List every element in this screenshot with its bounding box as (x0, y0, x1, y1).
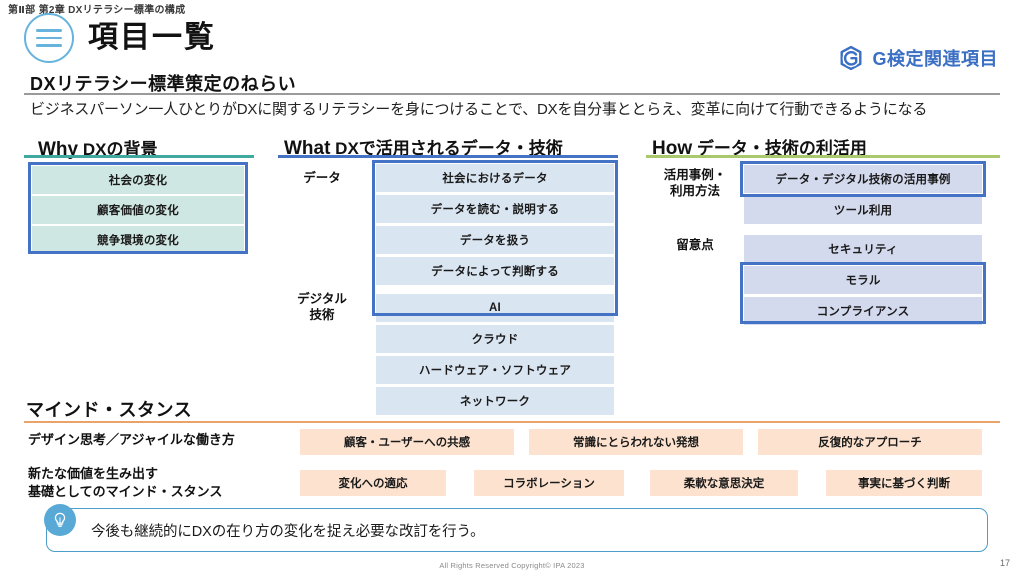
mind-stance-divider (24, 421, 1000, 423)
column-heading-detail-how: データ・技術の利活用 (692, 139, 867, 158)
column-divider-why (24, 155, 254, 158)
framework-item[interactable]: モラル (744, 266, 982, 294)
mind-stance-row-label: 新たな価値を生み出す基礎としてのマインド・スタンス (28, 466, 223, 499)
column-heading-what: What DXで活用されるデータ・技術 (284, 134, 563, 160)
framework-item[interactable]: セキュリティ (744, 235, 982, 263)
framework-item[interactable]: 競争環境の変化 (32, 226, 244, 254)
category-label: デジタル技術 (297, 292, 347, 322)
framework-item[interactable]: データを扱う (376, 226, 614, 254)
mind-stance-item[interactable]: 顧客・ユーザーへの共感 (300, 429, 514, 455)
column-heading-keyword-how: How (652, 138, 693, 159)
framework-item[interactable]: ネットワーク (376, 387, 614, 415)
column-divider-what (278, 155, 618, 158)
column-heading-why: Why DXの背景 (38, 135, 157, 161)
category-label: 活用事例・利用方法 (663, 168, 727, 198)
highlight-border-why-0 (28, 162, 248, 254)
highlight-border-what-0 (372, 160, 618, 316)
mind-stance-row-label: デザイン思考／アジャイルな働き方 (28, 432, 235, 447)
framework-item[interactable]: データを読む・説明する (376, 195, 614, 223)
mind-stance-item[interactable]: 反復的なアプローチ (758, 429, 982, 455)
mind-stance-item[interactable]: 変化への適応 (300, 470, 446, 496)
callout-text: 今後も継続的にDXの在り方の変化を捉え必要な改訂を行う。 (91, 523, 485, 540)
framework-item[interactable]: 社会の変化 (32, 166, 244, 194)
mind-stance-heading: マインド・スタンス (26, 400, 193, 420)
aim-divider (24, 93, 1000, 95)
mind-stance-item[interactable]: 常識にとらわれない発想 (529, 429, 743, 455)
mind-stance-item[interactable]: コラボレーション (474, 470, 624, 496)
g-hex-logo-icon (840, 45, 862, 71)
framework-item[interactable]: 顧客価値の変化 (32, 196, 244, 224)
g-exam-badge-label: G検定関連項目 (872, 49, 998, 69)
framework-item[interactable]: ハードウェア・ソフトウェア (376, 356, 614, 384)
framework-item[interactable]: コンプライアンス (744, 297, 982, 325)
framework-item[interactable]: データによって判断する (376, 257, 614, 285)
page-number: 17 (999, 558, 1010, 568)
column-divider-how (646, 155, 1000, 158)
highlight-border-how-1 (740, 262, 986, 324)
column-heading-how: How データ・技術の利活用 (652, 134, 867, 160)
slide-title-row: 項目一覧 (24, 13, 216, 63)
mind-stance-item[interactable]: 事実に基づく判断 (826, 470, 982, 496)
column-heading-keyword-why: Why (38, 139, 79, 160)
framework-item[interactable]: 社会におけるデータ (376, 164, 614, 192)
framework-item[interactable]: データ・デジタル技術の活用事例 (744, 165, 982, 193)
category-label: データ (303, 171, 341, 185)
framework-item[interactable]: AI (376, 294, 614, 322)
mind-stance-item[interactable]: 柔軟な意思決定 (650, 470, 798, 496)
hamburger-icon (24, 13, 74, 63)
category-label: 留意点 (676, 238, 714, 252)
page-title: 項目一覧 (88, 21, 216, 54)
column-heading-detail-why: DXの背景 (78, 140, 158, 159)
column-heading-detail-what: DXで活用されるデータ・技術 (330, 139, 563, 158)
footer-copyright: All Rights Reserved Copyright© IPA 2023 (439, 561, 585, 570)
framework-item[interactable]: クラウド (376, 325, 614, 353)
aim-heading: DXリテラシー標準策定のねらい (30, 74, 297, 94)
breadcrumb: 第Ⅱ部 第2章 DXリテラシー標準の構成 (8, 5, 186, 16)
framework-item[interactable]: ツール利用 (744, 196, 982, 224)
callout-box: 今後も継続的にDXの在り方の変化を捉え必要な改訂を行う。 (46, 508, 988, 552)
column-heading-keyword-what: What (284, 138, 331, 159)
highlight-border-how-0 (740, 161, 986, 197)
g-exam-badge: G検定関連項目 (838, 45, 998, 71)
aim-subtitle: ビジネスパーソン一人ひとりがDXに関するリテラシーを身につけることで、DXを自分… (30, 101, 928, 118)
lightbulb-icon (44, 504, 76, 536)
